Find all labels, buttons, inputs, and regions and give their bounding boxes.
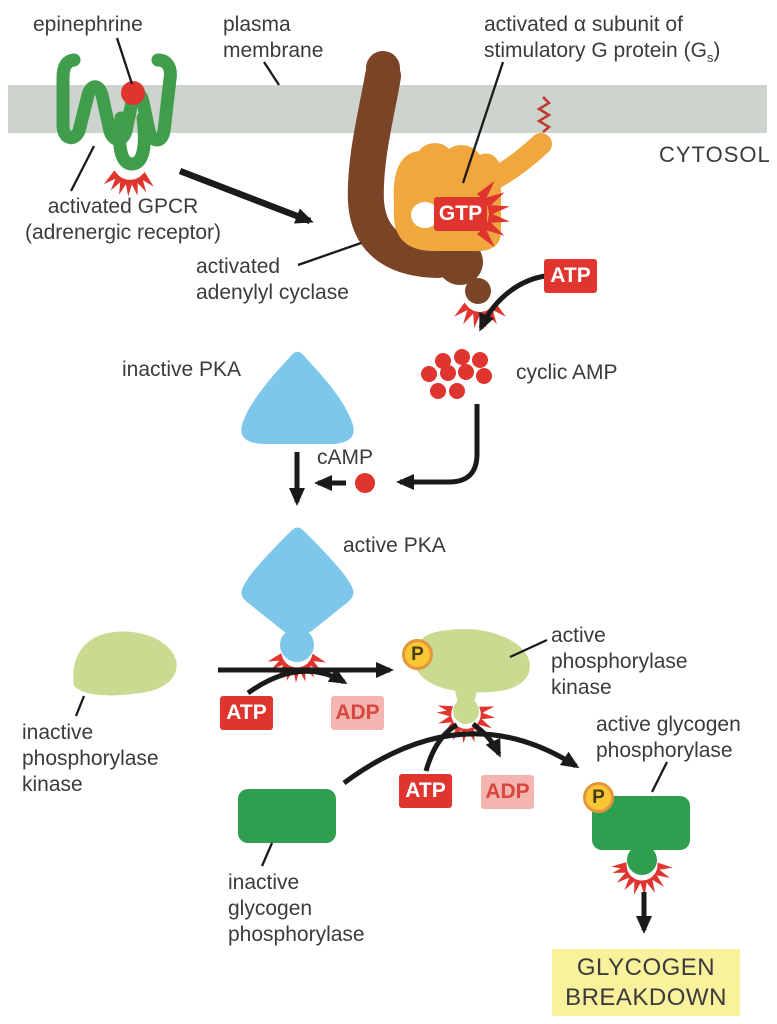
- phosphorylase-catalytic-knob: [627, 845, 657, 875]
- arrows: [178, 167, 652, 934]
- gpcr-cytoplasmic-loop: [113, 111, 151, 171]
- gtp-pocket-notch: [411, 202, 439, 228]
- atp-badge-kinase: ATP: [399, 774, 452, 808]
- gpcr-label: activated GPCR (adrenergic receptor): [24, 195, 222, 244]
- inactive-glycogen-phosphorylase-shape: [238, 789, 336, 843]
- adp-badge-kinase: ADP: [481, 775, 534, 809]
- glycogen-breakdown-box: GLYCOGEN BREAKDOWN: [552, 949, 740, 1016]
- adenylyl-cyclase-label: activated adenylyl cyclase: [196, 255, 349, 304]
- camp-dot: [454, 349, 470, 365]
- epinephrine-label: epinephrine: [33, 12, 143, 38]
- leader-active-phosphorylase: [650, 761, 669, 793]
- arrow-cluster-to-camp-dot: [396, 404, 480, 490]
- camp-single-dot: [355, 473, 375, 493]
- active-phosphorylase-kinase-body: [413, 628, 530, 693]
- cytosol-label: CYTOSOL: [659, 142, 771, 167]
- active-phosphorylase-kinase-shape: [413, 628, 530, 724]
- adp-badge-pka: ADP: [331, 696, 384, 730]
- active-glycogen-phosphorylase-label: active glycogen phosphorylase: [596, 713, 741, 762]
- camp-dot: [458, 364, 474, 380]
- arrow-atp-adp-pka: [246, 667, 348, 696]
- leader-gpcr: [69, 145, 96, 192]
- adenylyl-cyclase-body: [347, 58, 456, 278]
- arrow-atp-to-kinase: [423, 722, 459, 772]
- arrow-kinase-to-adp: [471, 721, 502, 758]
- atp-badge-cyclase: ATP: [544, 259, 597, 293]
- inactive-glycogen-phosphorylase-label: inactive glycogen phosphorylase: [228, 871, 365, 946]
- phosphate-badge-kinase: P: [402, 639, 433, 670]
- lipid-anchor-zigzag-icon: [536, 96, 552, 133]
- g-alpha-label: activated α subunit of stimulatory G pro…: [484, 13, 721, 66]
- phosphate-badge-phosphorylase: P: [583, 782, 614, 813]
- camp-dot: [472, 352, 488, 368]
- gtp-badge: GTP: [434, 197, 487, 231]
- leader-inactive-phosphorylase: [260, 842, 274, 867]
- inactive-pka-shape: [241, 351, 354, 444]
- arrow-phosphorylase-activation: [342, 731, 580, 786]
- g-alpha-arm: [477, 133, 552, 193]
- active-glycogen-phosphorylase-body: [592, 796, 690, 850]
- leader-epinephrine: [115, 37, 134, 85]
- arrow-atp-to-cyclic-amp: [478, 273, 546, 332]
- kinase-catalytic-knob: [453, 698, 479, 724]
- leader-g-alpha: [461, 61, 505, 184]
- camp-dot: [421, 366, 437, 382]
- camp-dot: [476, 368, 492, 384]
- leader-lines: [69, 37, 669, 867]
- active-glycogen-phosphorylase-shape: [592, 796, 690, 875]
- inactive-phosphorylase-kinase-label: inactive phosphorylase kinase: [22, 721, 159, 796]
- cyclic-amp-label: cyclic AMP: [516, 361, 618, 384]
- active-pka-label: active PKA: [343, 534, 446, 557]
- camp-dot: [435, 353, 451, 369]
- leader-adenylyl-cyclase: [297, 241, 362, 267]
- gpcr-receptor-shape: [56, 53, 177, 171]
- camp-dot: [430, 383, 446, 399]
- camp-dot: [440, 365, 456, 381]
- leader-plasma-membrane: [263, 61, 280, 86]
- active-phosphorylase-kinase-label: active phosphorylase kinase: [551, 624, 688, 699]
- activation-spikes-gpcr: [101, 170, 157, 197]
- inactive-pka-label: inactive PKA: [122, 358, 242, 381]
- leader-active-kinase: [509, 638, 548, 659]
- active-pka-shape: [241, 527, 354, 662]
- epinephrine-ligand-dot: [121, 81, 145, 105]
- epinephrine-label-text: epinephrine: [33, 13, 143, 36]
- camp-dot: [449, 383, 465, 399]
- cyclic-amp-dots-cluster: [421, 349, 492, 399]
- atp-badge-pka: ATP: [220, 696, 273, 730]
- adenylyl-cyclase-catalytic-knob: [465, 278, 491, 304]
- inactive-phosphorylase-kinase-shape: [73, 631, 177, 696]
- camp-label: cAMP: [317, 446, 374, 469]
- active-pka-catalytic-knob: [280, 628, 314, 662]
- arrow-gpcr-to-cyclase: [178, 167, 314, 225]
- plasma-membrane-label: plasma membrane: [223, 13, 324, 62]
- leader-inactive-kinase: [74, 695, 86, 717]
- active-pka-body: [241, 527, 354, 636]
